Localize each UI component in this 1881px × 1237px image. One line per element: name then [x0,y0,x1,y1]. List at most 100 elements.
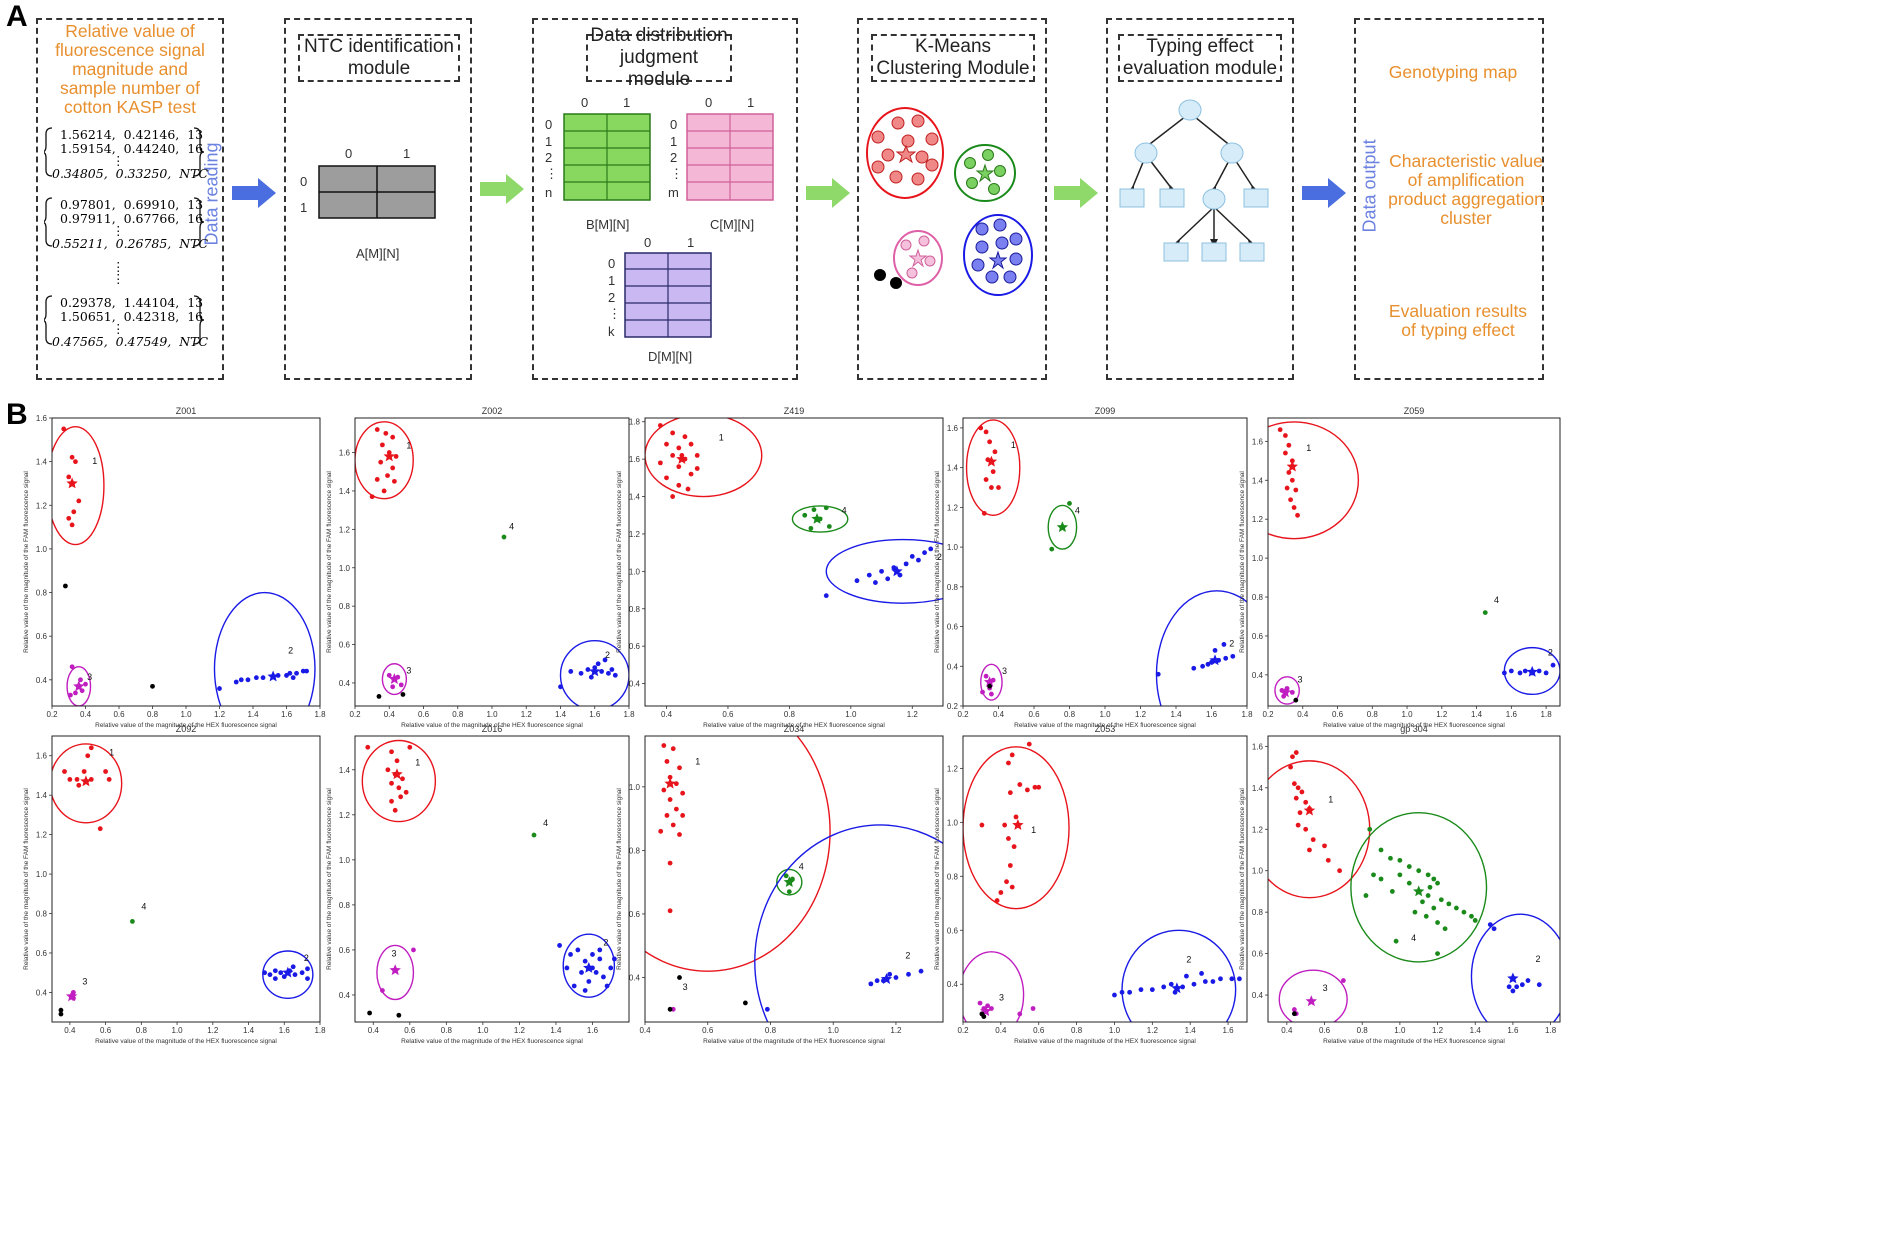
y-tick-label: 1.0 [339,856,351,865]
ntc-point [987,683,993,689]
data-point [612,672,618,678]
plot-title: Z002 [482,406,503,416]
y-tick-label: 1.2 [36,831,48,840]
data-point [1218,976,1223,982]
y-tick-label: 0.8 [36,589,48,598]
data-point [664,441,669,447]
data-point [983,429,989,435]
data-point [602,657,608,663]
data-point [811,507,817,513]
cluster-boundary [963,951,1025,1022]
x-tick-label: 1.0 [477,1026,489,1035]
data-point [380,442,385,448]
cluster-label: 2 [937,552,942,562]
data-point [1286,470,1292,475]
y-axis-label: Relative value of the magnitude of the F… [616,788,623,970]
cluster-centroid [783,876,795,887]
y-tick-label: 1.4 [1252,784,1264,793]
y-tick-label: 0.6 [339,946,351,955]
cluster-boundary [1047,504,1078,550]
cluster-boundary [52,426,105,546]
data-point [1435,920,1440,925]
data-point [1525,978,1531,983]
cluster-centroid [891,565,903,577]
plot-title: Z034 [784,724,805,734]
b-row-0: 0 [545,117,553,132]
data-point [1149,987,1155,993]
x-tick-label: 0.2 [957,1026,969,1035]
panel-b-label: B [6,398,28,431]
x-tick-label: 1.2 [521,710,533,719]
cluster-label: 4 [1494,595,1499,605]
y-tick-label: 1.0 [629,567,641,576]
y-tick-label: 0.4 [947,662,959,671]
data-point [1230,653,1236,659]
x-tick-label: 1.6 [1507,1026,1519,1035]
data-point [272,968,278,974]
y-tick-label: 1.2 [1252,515,1264,524]
data-point [826,524,832,529]
data-point [1514,984,1520,990]
matrix-3-row-3: ⋮ [112,321,125,336]
y-tick-label: 1.0 [339,564,351,573]
data-point [685,486,691,492]
data-point [245,677,251,683]
y-tick-label: 0.4 [947,980,959,989]
data-point [1378,847,1384,853]
data-point [608,965,614,971]
cluster-centroid [1171,982,1183,994]
cluster-centroid [383,450,395,462]
cluster-centroid [282,966,294,978]
data-point [1288,764,1294,770]
data-point [1212,647,1218,653]
output-genotyping-map: Genotyping map [1388,62,1518,82]
data-point [76,782,82,788]
x-tick-label: 1.0 [1099,710,1111,719]
data-point [979,822,985,828]
kmeans-module-box: K-Means Clustering Module [857,18,1047,380]
ntc-module-title: NTC identification module [298,34,460,82]
y-tick-label: 0.4 [36,988,48,997]
data-point [106,776,112,782]
y-tick-label: 1.2 [629,530,641,539]
x-tick-label: 1.4 [1170,710,1182,719]
data-point [365,744,371,750]
data-point [1180,984,1186,990]
data-point [1288,497,1293,503]
cluster-label: 3 [1298,675,1303,685]
x-tick-label: 0.4 [993,710,1005,719]
data-point [996,485,1001,490]
cluster-boundary [645,418,763,498]
data-point [590,952,595,957]
x-tick-label: 0.8 [1357,1026,1369,1035]
data-point [253,675,259,681]
data-point [1026,741,1032,747]
data-point [994,898,1000,903]
data-point [103,769,108,774]
data-point [1522,668,1528,674]
matrix-d-label: D[M][N] [648,349,693,364]
data-point [657,460,663,466]
data-point [275,673,281,678]
y-tick-label: 0.8 [1252,593,1264,602]
y-tick-label: 0.6 [947,623,959,632]
y-tick-label: 0.4 [36,676,48,685]
x-tick-label: 0.8 [784,710,796,719]
data-point [764,1006,770,1012]
input-title: Relative value of fluorescence signal ma… [55,21,205,117]
data-point [667,797,673,802]
x-tick-label: 1.2 [1147,1026,1159,1035]
data-point [531,832,537,838]
y-tick-label: 1.0 [629,783,641,792]
y-tick-label: 0.8 [629,605,641,614]
y-tick-label: 1.0 [36,870,48,879]
data-point [854,578,860,584]
plot-title: Z419 [784,406,805,416]
x-tick-label: 0.4 [1281,1026,1293,1035]
matrix-a [318,165,436,219]
data-point [1007,790,1013,796]
data-point [85,753,91,759]
